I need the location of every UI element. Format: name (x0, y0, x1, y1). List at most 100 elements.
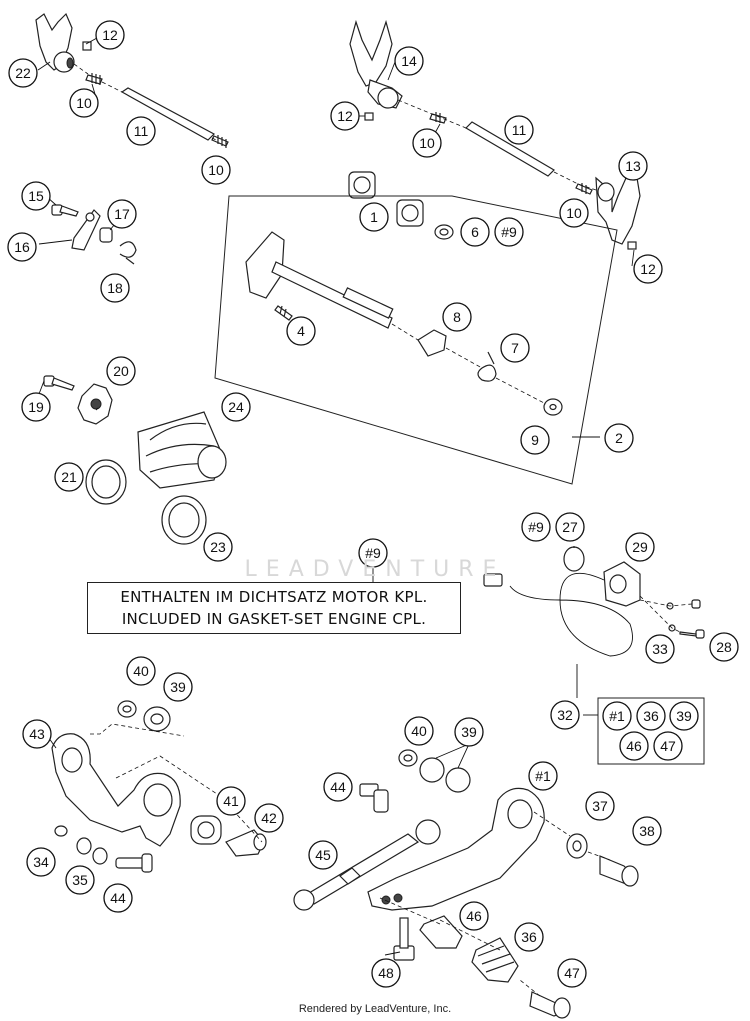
callout-9-ref-note[interactable]: #9 (358, 538, 388, 568)
callout-29[interactable]: 29 (625, 532, 655, 562)
svg-text:7: 7 (511, 340, 519, 356)
kit-member-47[interactable]: 47 (653, 731, 683, 761)
callout-16[interactable]: 16 (7, 232, 37, 262)
callout-42[interactable]: 42 (254, 803, 284, 833)
spring-10-c (429, 112, 447, 124)
callout-21[interactable]: 21 (54, 462, 84, 492)
shift-shaft-2 (245, 231, 394, 329)
callout-34[interactable]: 34 (26, 847, 56, 877)
callout-32[interactable]: 32 (550, 700, 580, 730)
svg-text:21: 21 (61, 469, 77, 485)
callout-39-a[interactable]: 39 (163, 672, 193, 702)
callout-14[interactable]: 14 (394, 46, 424, 76)
callout-35[interactable]: 35 (65, 865, 95, 895)
kit-member-1[interactable]: #1 (602, 701, 632, 731)
svg-text:35: 35 (72, 872, 88, 888)
sleeve-8 (417, 329, 447, 357)
callout-18[interactable]: 18 (100, 273, 130, 303)
svg-text:37: 37 (592, 798, 608, 814)
screw-42 (225, 829, 267, 857)
callout-10-a[interactable]: 10 (69, 88, 99, 118)
callout-46[interactable]: 46 (459, 901, 489, 931)
callout-10-c[interactable]: 10 (412, 128, 442, 158)
callout-45[interactable]: 45 (308, 840, 338, 870)
callout-4[interactable]: 4 (286, 316, 316, 346)
washer-37 (566, 833, 588, 859)
callout-38[interactable]: 38 (632, 816, 662, 846)
svg-text:19: 19 (28, 399, 44, 415)
callout-7[interactable]: 7 (500, 333, 530, 363)
callout-27[interactable]: 27 (555, 512, 585, 542)
needle-bearing-1a (348, 171, 376, 199)
foot-brake-lever-1 (367, 787, 545, 911)
callout-24[interactable]: 24 (221, 392, 251, 422)
svg-text:34: 34 (33, 854, 49, 870)
callout-1[interactable]: 1 (359, 202, 389, 232)
callout-9[interactable]: 9 (520, 425, 550, 455)
callout-12-c[interactable]: 12 (633, 254, 663, 284)
callout-23[interactable]: 23 (203, 532, 233, 562)
callout-40-a[interactable]: 40 (126, 656, 156, 686)
callout-13[interactable]: 13 (618, 151, 648, 181)
callout-10-b[interactable]: 10 (201, 155, 231, 185)
callout-48[interactable]: 48 (371, 958, 401, 988)
spring-10-a (85, 73, 103, 85)
kit-member-39[interactable]: 39 (669, 701, 699, 731)
svg-text:39: 39 (676, 708, 692, 724)
callout-8[interactable]: 8 (442, 302, 472, 332)
spring-4 (274, 305, 293, 321)
watermark-text: LEADVENTURE (244, 557, 506, 582)
callout-9-ref-a[interactable]: #9 (494, 217, 524, 247)
svg-text:24: 24 (228, 399, 244, 415)
shift-fork-13 (595, 171, 641, 245)
callout-6[interactable]: 6 (460, 217, 490, 247)
callout-9-ref-b[interactable]: #9 (521, 512, 551, 542)
svg-text:38: 38 (639, 823, 655, 839)
svg-text:10: 10 (208, 162, 224, 178)
callout-10-d[interactable]: 10 (559, 198, 589, 228)
svg-text:#1: #1 (609, 708, 625, 724)
callout-11-b[interactable]: 11 (504, 115, 534, 145)
callout-11-a[interactable]: 11 (126, 116, 156, 146)
svg-text:11: 11 (512, 122, 527, 138)
washer-34 (54, 825, 68, 837)
shift-fork-14 (349, 19, 403, 109)
callout-28[interactable]: 28 (709, 632, 739, 662)
svg-text:8: 8 (453, 309, 461, 325)
callout-40-b[interactable]: 40 (404, 716, 434, 746)
callout-17[interactable]: 17 (107, 199, 137, 229)
pin-12-right (627, 241, 637, 250)
kit-member-36[interactable]: 36 (636, 701, 666, 731)
callout-36[interactable]: 36 (514, 922, 544, 952)
callout-33[interactable]: 33 (645, 634, 675, 664)
callout-20[interactable]: 20 (106, 356, 136, 386)
lever-16 (71, 209, 101, 251)
callout-22[interactable]: 22 (8, 58, 38, 88)
kit-group-frame (597, 697, 705, 765)
callout-44-b[interactable]: 44 (323, 772, 353, 802)
callout-43[interactable]: 43 (22, 719, 52, 749)
callout-44-a[interactable]: 44 (103, 883, 133, 913)
callout-39-b[interactable]: 39 (454, 717, 484, 747)
svg-text:46: 46 (626, 738, 642, 754)
callout-12-b[interactable]: 12 (330, 101, 360, 131)
kit-member-46[interactable]: 46 (619, 731, 649, 761)
callout-12-a[interactable]: 12 (95, 20, 125, 50)
svg-text:36: 36 (643, 708, 659, 724)
callout-41[interactable]: 41 (216, 786, 246, 816)
callout-2[interactable]: 2 (604, 423, 634, 453)
callout-37[interactable]: 37 (585, 791, 615, 821)
torsion-spring-18 (119, 241, 137, 265)
bolt-15 (51, 204, 79, 217)
svg-text:41: 41 (223, 793, 239, 809)
washer-40-right (398, 749, 418, 767)
svg-text:9: 9 (531, 432, 539, 448)
callout-1-ref[interactable]: #1 (528, 761, 558, 791)
callout-15[interactable]: 15 (21, 181, 51, 211)
callout-19[interactable]: 19 (21, 392, 51, 422)
link-rod-45 (293, 819, 441, 911)
callout-47[interactable]: 47 (557, 958, 587, 988)
svg-text:44: 44 (110, 890, 126, 906)
footrest-rubber-36 (471, 937, 519, 983)
